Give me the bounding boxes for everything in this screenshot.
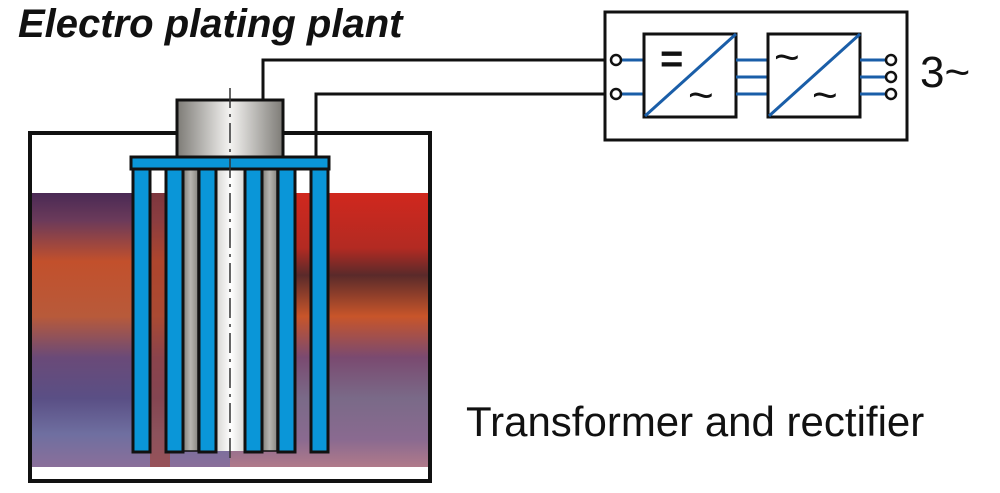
anode-rod — [309, 167, 330, 454]
workpiece-center — [217, 169, 245, 451]
output-terminal — [884, 87, 898, 101]
anode-rod — [131, 167, 152, 454]
output-terminal — [884, 53, 898, 67]
output-terminal — [884, 70, 898, 84]
anode-rod — [164, 167, 185, 454]
ac-symbol: ~ — [812, 71, 838, 120]
input-terminal — [609, 53, 623, 67]
anode-rods — [131, 167, 330, 454]
diagram-title: Electro plating plant — [18, 2, 403, 46]
ac-symbol: ~ — [688, 71, 714, 120]
converter-caption: Transformer and rectifier — [466, 398, 925, 445]
anode-rod — [197, 167, 218, 454]
ac-symbol: ~ — [774, 33, 800, 82]
anode-rod — [243, 167, 264, 454]
cathode-rod — [261, 168, 278, 452]
wire-cathode — [261, 58, 615, 100]
dc-symbol: = — [660, 37, 683, 81]
anode-rod — [276, 167, 297, 454]
input-terminal — [609, 87, 623, 101]
three-phase-label: 3~ — [920, 48, 971, 97]
transformer-rectifier-unit — [603, 10, 909, 142]
wire-anode — [314, 92, 615, 158]
cathode-rod — [182, 168, 199, 452]
